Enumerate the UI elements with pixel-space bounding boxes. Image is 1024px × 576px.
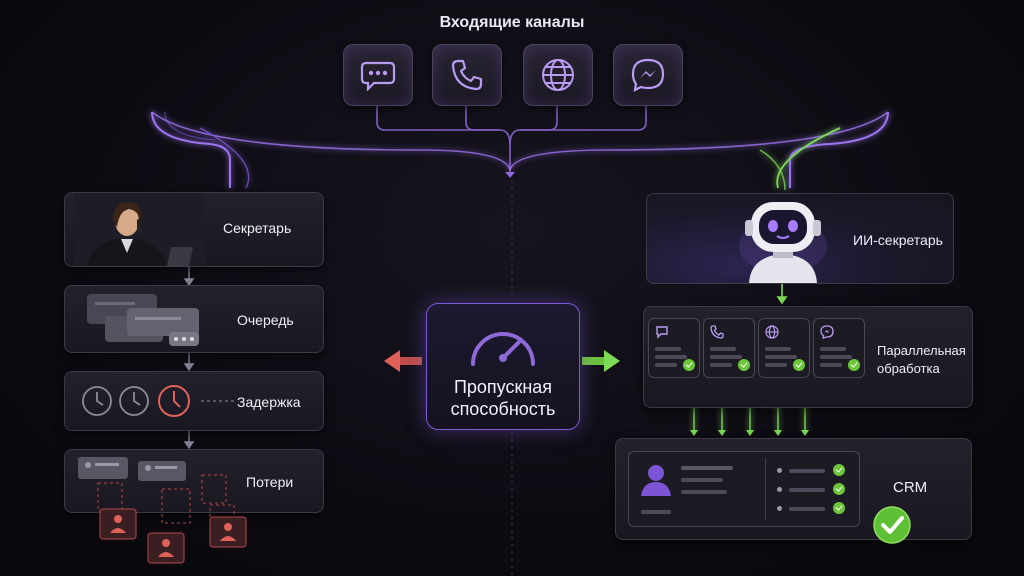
phone-icon bbox=[451, 59, 483, 91]
check-icon bbox=[833, 483, 845, 495]
losses-illustration bbox=[78, 457, 247, 564]
chat-bubble-icon bbox=[656, 326, 668, 339]
losses-card: Потери bbox=[64, 449, 324, 513]
secretary-label: Секретарь bbox=[223, 220, 292, 236]
ai-secretary-card: ИИ-секретарь bbox=[646, 193, 954, 284]
globe-icon bbox=[542, 59, 574, 91]
parallel-web-card bbox=[758, 318, 810, 378]
queue-messages-illustration bbox=[87, 294, 207, 346]
speedometer-icon bbox=[471, 332, 535, 366]
throughput-line2: способность bbox=[450, 399, 556, 419]
check-icon bbox=[848, 359, 860, 371]
ai-secretary-label: ИИ-секретарь bbox=[853, 232, 943, 248]
success-check-icon bbox=[873, 506, 911, 544]
diagram-title: Входящие каналы bbox=[439, 14, 585, 31]
phone-icon bbox=[710, 325, 724, 339]
channel-web bbox=[523, 44, 593, 106]
throughput-line1: Пропускная bbox=[453, 377, 553, 397]
crm-card: CRM bbox=[615, 438, 972, 544]
globe-icon bbox=[765, 325, 779, 339]
parallel-line2: обработка bbox=[877, 361, 940, 376]
check-icon bbox=[683, 359, 695, 371]
crm-label: CRM bbox=[893, 479, 928, 496]
delay-card: Задержка bbox=[64, 371, 324, 431]
parallel-phone-card bbox=[703, 318, 755, 378]
human-secretary-illustration bbox=[75, 193, 205, 266]
check-icon bbox=[738, 359, 750, 371]
channel-chat bbox=[343, 44, 413, 106]
parallel-messenger-card bbox=[813, 318, 865, 378]
queue-label: Очередь bbox=[237, 312, 294, 328]
check-icon bbox=[833, 502, 845, 514]
parallel-chat-card bbox=[648, 318, 700, 378]
parallel-line1: Параллельная bbox=[877, 343, 966, 358]
queue-card: Очередь bbox=[64, 285, 324, 353]
crm-record bbox=[628, 451, 860, 527]
channel-phone bbox=[432, 44, 502, 106]
channel-messenger bbox=[613, 44, 683, 106]
parallel-label: Параллельная обработка bbox=[877, 342, 966, 378]
robot-icon bbox=[739, 202, 827, 283]
delay-label: Задержка bbox=[237, 394, 301, 410]
user-avatar-icon bbox=[641, 465, 671, 496]
throughput-box: Пропускная способность bbox=[426, 303, 580, 430]
secretary-card: Секретарь bbox=[64, 192, 324, 267]
messenger-icon bbox=[631, 58, 665, 92]
clock-icon bbox=[82, 385, 237, 417]
check-icon bbox=[833, 464, 845, 476]
check-icon bbox=[793, 359, 805, 371]
chat-bubble-icon bbox=[360, 61, 396, 91]
messenger-icon bbox=[820, 325, 834, 339]
losses-label: Потери bbox=[246, 474, 294, 490]
throughput-label: Пропускная способность bbox=[427, 376, 579, 420]
